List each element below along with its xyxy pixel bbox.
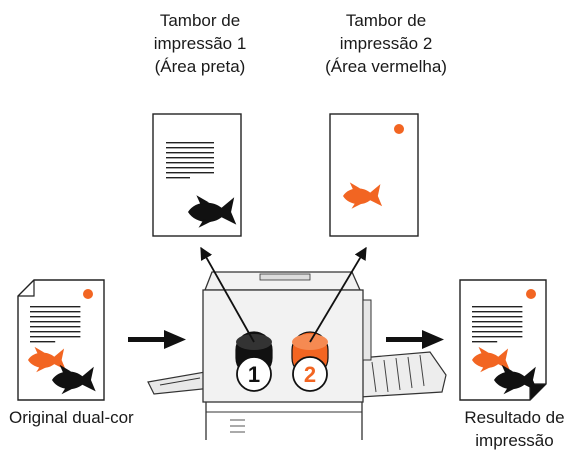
arrow-original-to-machine bbox=[128, 330, 186, 349]
printer-machine bbox=[147, 271, 447, 440]
drum-2: 2 bbox=[291, 331, 329, 392]
arrow-machine-to-result bbox=[386, 330, 444, 349]
drum2-number: 2 bbox=[304, 362, 316, 387]
original-document bbox=[17, 279, 105, 401]
drum-1: 1 bbox=[235, 331, 273, 392]
arrow-drum1-to-master bbox=[200, 246, 255, 343]
drum1-number: 1 bbox=[248, 362, 260, 387]
drum1-label: Tambor de impressão 1 (Área preta) bbox=[153, 11, 247, 76]
master-sheet-red bbox=[329, 113, 419, 237]
original-label: Original dual-cor bbox=[9, 408, 134, 427]
drum2-label: Tambor de impressão 2 (Área vermelha) bbox=[325, 11, 447, 76]
arrow-drum2-to-master bbox=[309, 246, 367, 343]
result-label: Resultado de impressão bbox=[464, 408, 565, 450]
result-document bbox=[459, 279, 547, 401]
master-sheet-black bbox=[152, 113, 242, 237]
